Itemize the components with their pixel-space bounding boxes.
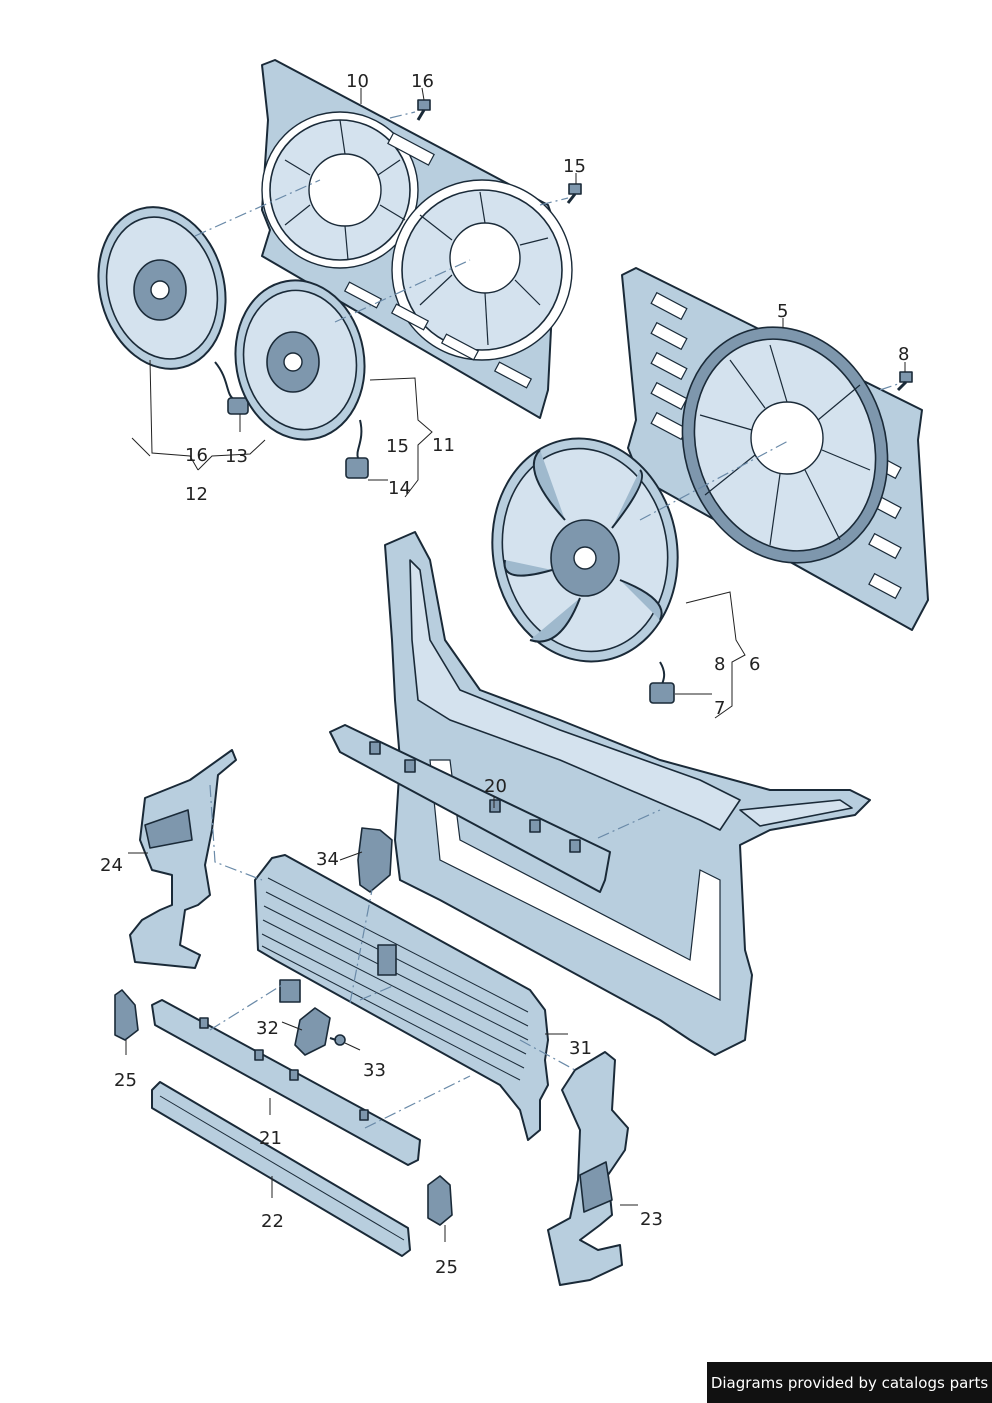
callout-33: 33 bbox=[363, 1060, 386, 1081]
screw-16 bbox=[416, 99, 431, 121]
callout-10: 10 bbox=[346, 71, 369, 92]
callout-24: 24 bbox=[100, 855, 123, 876]
callout-8-mid: 8 bbox=[714, 654, 725, 675]
sensor-32 bbox=[294, 1007, 331, 1056]
callout-13: 13 bbox=[225, 446, 248, 467]
attribution-text: Diagrams provided by catalogs parts bbox=[710, 1373, 989, 1392]
callouts: 10 16 15 5 8 15 11 14 16 13 12 8 6 7 20 … bbox=[100, 71, 909, 1278]
callout-16-top: 16 bbox=[411, 71, 434, 92]
air-duct-23 bbox=[547, 1051, 629, 1286]
fan-16 bbox=[97, 206, 249, 415]
screw-15 bbox=[566, 183, 582, 204]
twin-fan-shroud bbox=[261, 59, 573, 419]
callout-6: 6 bbox=[749, 654, 760, 675]
callout-11: 11 bbox=[432, 435, 455, 456]
air-guide-20 bbox=[329, 724, 611, 893]
callout-8-top: 8 bbox=[898, 344, 909, 365]
bracket-25-right bbox=[427, 1175, 453, 1226]
callout-25-right: 25 bbox=[435, 1257, 458, 1278]
callout-31: 31 bbox=[569, 1038, 592, 1059]
air-guide-22 bbox=[151, 1081, 411, 1257]
callout-20: 20 bbox=[484, 776, 507, 797]
callout-15-top: 15 bbox=[563, 156, 586, 177]
air-duct-24 bbox=[129, 749, 237, 969]
callout-22: 22 bbox=[261, 1211, 284, 1232]
leader-lines bbox=[125, 87, 906, 1242]
callout-15-mid: 15 bbox=[386, 436, 409, 457]
callout-23: 23 bbox=[640, 1209, 663, 1230]
screw-33 bbox=[329, 1034, 346, 1046]
callout-16-mid: 16 bbox=[185, 445, 208, 466]
callout-34: 34 bbox=[316, 849, 339, 870]
actuator-34 bbox=[357, 827, 393, 893]
lock-carrier bbox=[384, 531, 871, 1056]
bracket-25-left bbox=[114, 989, 139, 1041]
air-guide-21 bbox=[151, 999, 421, 1166]
fan-15 bbox=[234, 279, 369, 479]
attribution-banner: Diagrams provided by catalogs parts bbox=[707, 1362, 992, 1403]
callout-14: 14 bbox=[388, 478, 411, 499]
callout-5: 5 bbox=[777, 301, 788, 322]
radiator-shutter-31 bbox=[254, 854, 549, 1141]
screw-8 bbox=[896, 371, 913, 392]
callout-25-left: 25 bbox=[114, 1070, 137, 1091]
single-fan-shroud bbox=[621, 267, 929, 631]
callout-21: 21 bbox=[259, 1128, 282, 1149]
callout-32: 32 bbox=[256, 1018, 279, 1039]
assembly-lines bbox=[194, 111, 899, 1129]
callout-7: 7 bbox=[714, 698, 725, 719]
callout-12: 12 bbox=[185, 484, 208, 505]
fan-6 bbox=[491, 437, 679, 704]
